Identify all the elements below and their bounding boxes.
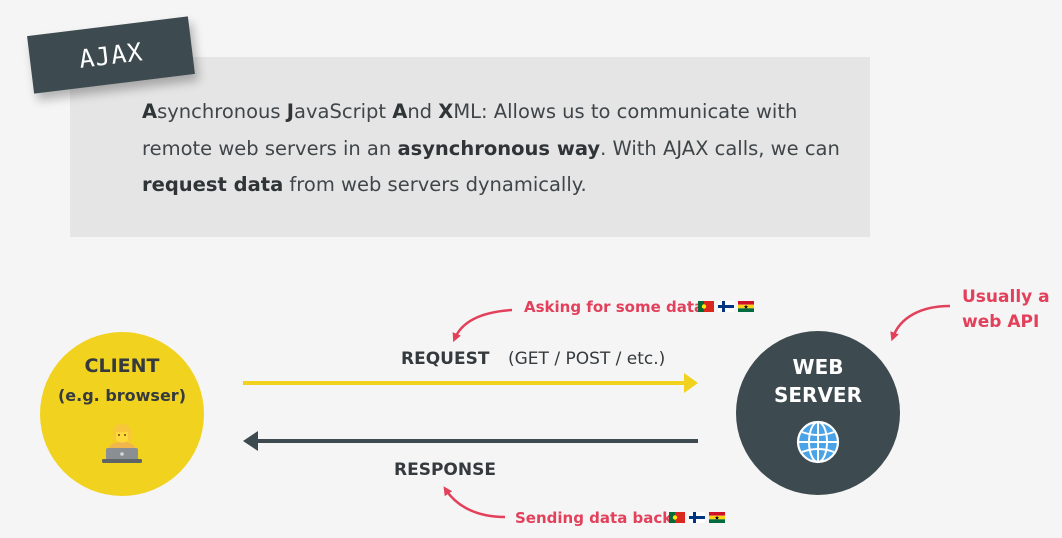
person-with-laptop-icon	[102, 424, 142, 463]
response-arrowhead	[243, 431, 258, 451]
definition-segment: from web servers dynamically.	[283, 173, 587, 196]
request-methods: (GET / POST / etc.)	[508, 349, 666, 369]
definition-emphasis: A	[142, 100, 158, 123]
definition-emphasis: request data	[142, 173, 284, 196]
client-subtitle: (e.g. browser)	[57, 386, 187, 405]
definition-segment: . With AJAX calls, we can	[600, 136, 840, 160]
api-annotation-line-2: web API	[962, 312, 1040, 332]
definition-segment: synchronous	[157, 100, 287, 123]
globe-icon	[796, 420, 840, 464]
finland-flag-icon	[718, 301, 734, 312]
request-annotation: Asking for some data	[524, 298, 705, 316]
request-label: REQUEST	[401, 349, 490, 369]
definition-segment: nd	[407, 100, 439, 123]
finland-flag-icon	[689, 512, 705, 523]
client-node: CLIENT (e.g. browser)	[40, 332, 204, 496]
portugal-flag-icon	[698, 301, 714, 312]
response-label: RESPONSE	[394, 460, 496, 480]
web-server-node: WEB SERVER	[736, 331, 900, 495]
response-flags	[669, 512, 725, 523]
definition-emphasis: asynchronous way	[397, 136, 601, 160]
request-flags	[698, 301, 754, 312]
request-arrowhead	[684, 373, 698, 393]
definition-emphasis: J	[286, 100, 295, 123]
response-annotation-arrow	[443, 486, 506, 519]
request-annotation-arrow	[452, 308, 513, 343]
definition-segment: avaScript	[294, 100, 393, 123]
api-annotation: Usually a web API	[962, 285, 1058, 335]
api-annotation-arrow	[890, 304, 951, 342]
ghana-flag-icon	[738, 301, 754, 312]
definition-emphasis: X	[438, 100, 454, 123]
definition-text: Asynchronous JavaScript And XML: Allows …	[142, 94, 842, 204]
definition-emphasis: A	[392, 100, 408, 123]
response-annotation: Sending data back	[515, 509, 673, 527]
server-line-2: SERVER	[773, 383, 862, 407]
client-title: CLIENT	[84, 355, 160, 377]
ghana-flag-icon	[709, 512, 725, 523]
definition-segment: ML: Allows us to communicate with remote…	[142, 100, 798, 160]
api-annotation-line-1: Usually a	[962, 287, 1050, 307]
server-line-1: WEB	[792, 355, 844, 379]
portugal-flag-icon	[669, 512, 685, 523]
definition-box	[70, 57, 870, 237]
